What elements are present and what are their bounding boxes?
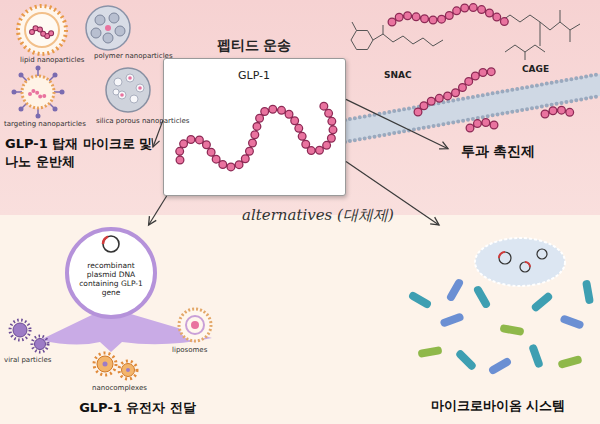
peptide-chain [179, 100, 333, 167]
node-label: 마이크로바이옴 시스템 [408, 397, 588, 415]
node-label: recombinant plasmid DNA containing GLP-1… [77, 261, 145, 297]
polymer-nanoparticle [86, 6, 130, 50]
targeting-nanoparticle [12, 66, 65, 119]
part-label: lipid nanoparticles [20, 56, 84, 64]
node-label: GLP-1 탑재 마이크로 및 나노 운반체 [5, 135, 153, 171]
bacterial-cell [475, 238, 565, 286]
arrow-head [430, 217, 439, 225]
cage-molecule [500, 10, 580, 60]
part-label: CAGE [522, 64, 549, 74]
node-label: 투과 촉진제 [448, 141, 548, 161]
category-region: 마이크로바이옴 시스템 [400, 225, 595, 417]
category-label: 투과 촉진제 [448, 141, 548, 163]
bacteria [408, 278, 594, 376]
connector-line [346, 162, 439, 226]
central-box: 펩티드 운송GLP-1alternatives (대체제) [163, 58, 346, 196]
snac-molecule [351, 22, 443, 50]
category-label: GLP-1 탑재 마이크로 및 나노 운반체 [5, 135, 153, 175]
arrow-connector [149, 196, 167, 225]
part-label: targeting nanoparticles [4, 120, 86, 128]
peptide-chain [392, 7, 573, 128]
liposome [179, 309, 211, 341]
arrow-connector [346, 162, 439, 226]
silica-nanoparticle [106, 68, 150, 112]
arrow-connector [346, 99, 448, 148]
viral-particle [10, 320, 48, 352]
node-label: GLP-1 유전자 전달 [50, 399, 225, 417]
connector-line [346, 99, 448, 148]
plasmid-symbol [103, 236, 119, 252]
arrow-head [149, 216, 157, 225]
nanocomplex [94, 353, 137, 379]
arrow-head [152, 138, 159, 147]
cell-membrane [345, 74, 600, 142]
lipid-nanoparticle [18, 6, 66, 54]
node-caption: alternatives (대체제) [242, 206, 394, 225]
part-label: viral particles [4, 356, 51, 364]
node-heading: 펩티드 운송 [164, 37, 344, 55]
arrow-head [439, 142, 448, 149]
node-label: GLP-1 [164, 69, 344, 82]
part-label: silica porous nanoparticles [96, 117, 189, 125]
plasmid-circle: recombinant plasmid DNA containing GLP-1… [65, 227, 157, 319]
part-label: SNAC [384, 70, 412, 80]
connector-line [149, 196, 167, 225]
part-label: nanocomplexes [92, 384, 147, 392]
part-label: polymer nanoparticles [94, 52, 173, 60]
part-label: liposomes [172, 346, 207, 354]
